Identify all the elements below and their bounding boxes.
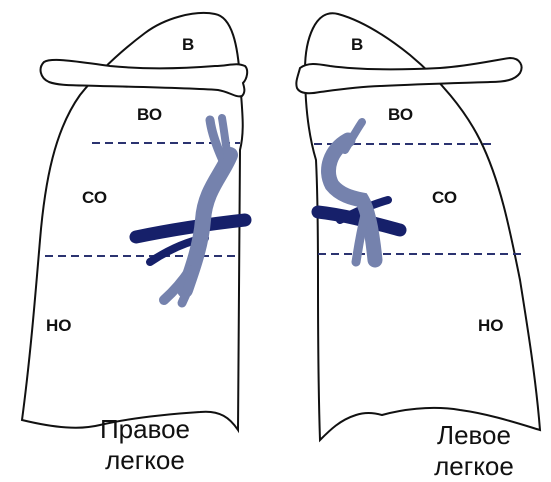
left-middle-zone-label: СО	[432, 188, 457, 207]
right-lung: В ВО СО НО	[22, 13, 247, 430]
left-lung: В ВО СО НО	[296, 13, 540, 440]
right-lung-caption-line-2: легкое	[65, 445, 225, 476]
left-lung-caption: Левое легкое	[404, 420, 544, 482]
left-upper-zone-label: ВО	[388, 105, 413, 124]
right-lung-caption: Правое легкое	[65, 414, 225, 476]
right-lung-caption-line-1: Правое	[65, 414, 225, 445]
left-lung-caption-line-1: Левое	[404, 420, 544, 451]
right-apex-label: В	[182, 35, 194, 54]
left-lung-caption-line-2: легкое	[404, 451, 544, 482]
right-lower-zone-label: НО	[46, 316, 72, 335]
right-middle-zone-label: СО	[82, 188, 107, 207]
right-upper-zone-label: ВО	[137, 105, 162, 124]
left-apex-label: В	[351, 35, 363, 54]
left-lower-zone-label: НО	[478, 316, 504, 335]
